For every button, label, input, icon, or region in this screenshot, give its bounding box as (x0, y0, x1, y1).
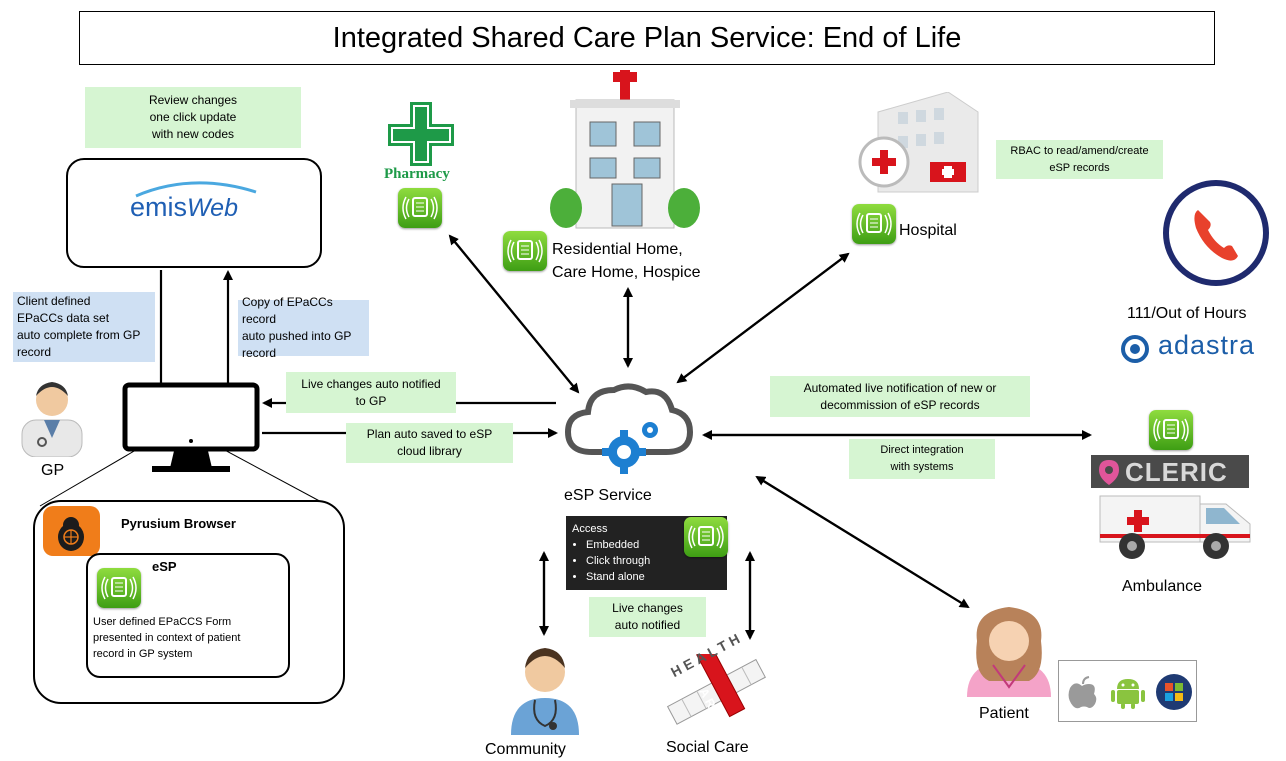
android-icon (1111, 679, 1145, 709)
ambulance-icon (1099, 495, 1251, 559)
gp-label: GP (41, 462, 65, 479)
community-nurse-icon (511, 648, 579, 735)
ambulance-label: Ambulance (1122, 578, 1203, 595)
live-changes-gp-note: Live changes auto notified to GP (286, 372, 456, 413)
windows-icon (1156, 674, 1192, 710)
social-care-label: Social Care (666, 739, 749, 756)
direct-integration-note: Direct integration with systems (849, 439, 995, 479)
adastra-logo-icon (1121, 335, 1149, 363)
esp-service-label: eSP Service (564, 487, 652, 504)
esp-cloud-icon (564, 383, 694, 474)
pharmacy-label: Pharmacy (384, 166, 450, 182)
automated-notification-note: Automated live notification of new or de… (770, 376, 1030, 417)
cleric-label: CLERIC (1125, 457, 1228, 487)
access-item: Stand alone (586, 569, 721, 585)
esp-inner-box: eSP User defined EPaCCS Form presented i… (86, 553, 290, 678)
cleric-pin-icon (1099, 460, 1119, 485)
monitor-icon (122, 382, 260, 472)
copy-record-note: Copy of EPaCCs record auto pushed into G… (238, 295, 369, 360)
pyrusium-browser-label: Pyrusium Browser (121, 516, 236, 531)
cleric-logo: CLERIC (1091, 455, 1249, 488)
patient-icon (967, 607, 1051, 697)
residential-label: Residential Home, Care Home, Hospice (552, 241, 701, 281)
residential-app-icon (503, 231, 547, 271)
platform-logos (1058, 660, 1197, 722)
pharmacy-app-icon (398, 188, 442, 228)
pyrusium-browser-box: Pyrusium Browser eSP User defined EPaCCS… (33, 500, 345, 704)
out-of-hours-label: 111/Out of Hours (1127, 305, 1247, 322)
access-item: Embedded (586, 537, 721, 553)
access-item: Click through (586, 553, 721, 569)
ambulance-app-icon (1149, 410, 1193, 450)
patient-label: Patient (979, 705, 1029, 722)
hospital-label: Hospital (899, 222, 957, 239)
phone-icon (1163, 180, 1269, 286)
emis-swoosh-icon (135, 181, 257, 198)
emis-logo-part2: Web (187, 194, 238, 222)
pyrusium-pear-icon (43, 506, 100, 556)
adastra-label: adastra (1158, 330, 1256, 360)
esp-label: eSP (152, 559, 177, 574)
emis-web-box: emisWeb (66, 158, 322, 268)
live-changes-notified-note: Live changes auto notified (589, 597, 706, 637)
review-changes-note: Review changes one click update with new… (85, 87, 301, 148)
access-app-icon (684, 517, 728, 557)
page-title: Integrated Shared Care Plan Service: End… (79, 11, 1215, 65)
esp-app-icon (97, 568, 141, 608)
emis-logo-part1: emis (130, 192, 188, 222)
hospital-building-icon (858, 92, 979, 193)
hospital-app-icon (852, 204, 896, 244)
community-label: Community (485, 741, 566, 758)
esp-form-description: User defined EPaCCS Form presented in co… (93, 616, 241, 660)
pharmacy-cross-icon (388, 102, 454, 166)
apple-icon (1068, 676, 1097, 709)
access-heading: Access (572, 523, 608, 535)
client-defined-note: Client defined EPaCCs data set auto comp… (13, 292, 155, 362)
access-list: Embedded Click through Stand alone (572, 537, 721, 585)
rbac-note: RBAC to read/amend/create eSP records (996, 140, 1163, 179)
emis-web-logo: emisWeb (130, 192, 238, 223)
plan-saved-note: Plan auto saved to eSP cloud library (346, 423, 513, 463)
gp-doctor-icon (21, 382, 83, 457)
residential-building-icon (550, 70, 700, 229)
social-care-tiles-icon (666, 654, 766, 725)
